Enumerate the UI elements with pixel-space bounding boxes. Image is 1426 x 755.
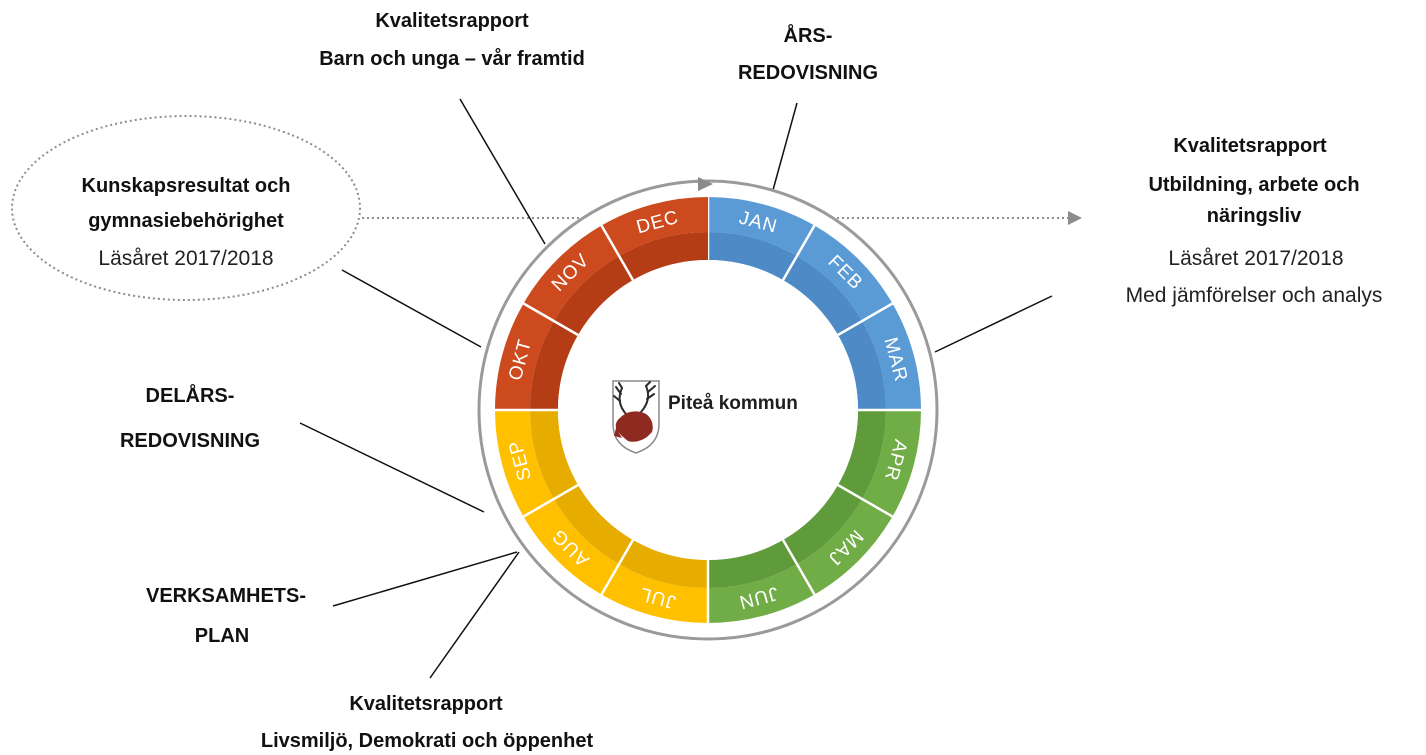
right-report-title: Kvalitetsrapport (1173, 135, 1327, 157)
bottom-report-subtitle: Livsmiljö, Demokrati och öppenhet (261, 730, 594, 752)
month-segment-sep (495, 410, 554, 517)
annual-report-line1: ÅRS- (784, 23, 833, 47)
connector-line-operational-plan (332, 551, 518, 607)
month-inner-band-apr (837, 410, 886, 499)
connector-line-interim-report (299, 422, 485, 513)
month-inner-band-jul (619, 539, 708, 588)
month-segment-aug (523, 499, 619, 595)
month-inner-band-dec (619, 232, 708, 281)
month-separator (600, 224, 635, 281)
right-report-period: Läsåret 2017/2018 (1168, 247, 1343, 270)
operational-plan-line2: PLAN (195, 625, 249, 647)
month-inner-band-jun (708, 539, 797, 588)
month-separator (781, 224, 816, 281)
month-segment-jun (708, 564, 815, 623)
month-segment-nov (523, 225, 619, 321)
knowledge-results-line2: gymnasiebehörighet (88, 210, 284, 232)
connector-line-knowledge-results (341, 269, 482, 348)
month-inner-band-jan (708, 232, 797, 281)
arrowhead-icon (1068, 211, 1082, 225)
month-segment-mar (862, 303, 921, 410)
rotation-arrow-icon (698, 177, 713, 191)
dotted-arrow (362, 211, 1082, 225)
month-segment-dec (601, 197, 708, 256)
connector-line-right-report (934, 295, 1053, 353)
annual-report-line2: REDOVISNING (738, 62, 878, 84)
center-label: Piteå kommun (668, 393, 798, 414)
interim-report-line1: DELÅRS- (146, 383, 235, 407)
month-separator (522, 302, 579, 337)
right-report-note: Med jämförelser och analys (1126, 284, 1383, 307)
month-separator (837, 483, 894, 518)
operational-plan-line1: VERKSAMHETS- (146, 585, 306, 607)
month-segment-maj (797, 499, 893, 595)
knowledge-results-ellipse (11, 115, 361, 301)
month-inner-band-sep (530, 410, 579, 499)
month-inner-band-okt (530, 321, 579, 410)
month-inner-band-feb (783, 255, 863, 335)
right-report-subtitle-line1: Utbildning, arbete och (1148, 174, 1359, 196)
top-report-subtitle: Barn och unga – vår framtid (319, 47, 585, 70)
interim-report-line2: REDOVISNING (120, 430, 260, 452)
month-segment-apr (862, 410, 921, 517)
month-segment-jan (708, 197, 815, 256)
right-report-subtitle-line2: näringsliv (1207, 205, 1302, 227)
month-inner-band-mar (837, 321, 886, 410)
top-report-title: Kvalitetsrapport (375, 10, 529, 32)
month-inner-band-maj (783, 485, 863, 565)
month-segment-feb (797, 225, 893, 321)
connector-line-bottom-report (429, 551, 520, 679)
knowledge-results-period: Läsåret 2017/2018 (98, 247, 273, 270)
month-inner-band-nov (553, 255, 633, 335)
month-separator (781, 539, 816, 596)
month-segment-jul (601, 564, 708, 623)
bottom-report-title: Kvalitetsrapport (349, 693, 503, 715)
month-segment-okt (495, 303, 554, 410)
center-circle (558, 260, 858, 560)
month-separator (600, 539, 635, 596)
month-separator (522, 483, 579, 518)
month-inner-band-aug (553, 485, 633, 565)
pitea-coat-of-arms-icon (612, 380, 660, 454)
month-separator (837, 302, 894, 337)
connector-line-annual-report (772, 102, 798, 191)
knowledge-results-line1: Kunskapsresultat och (82, 175, 291, 197)
connector-line-top-report (459, 98, 546, 245)
